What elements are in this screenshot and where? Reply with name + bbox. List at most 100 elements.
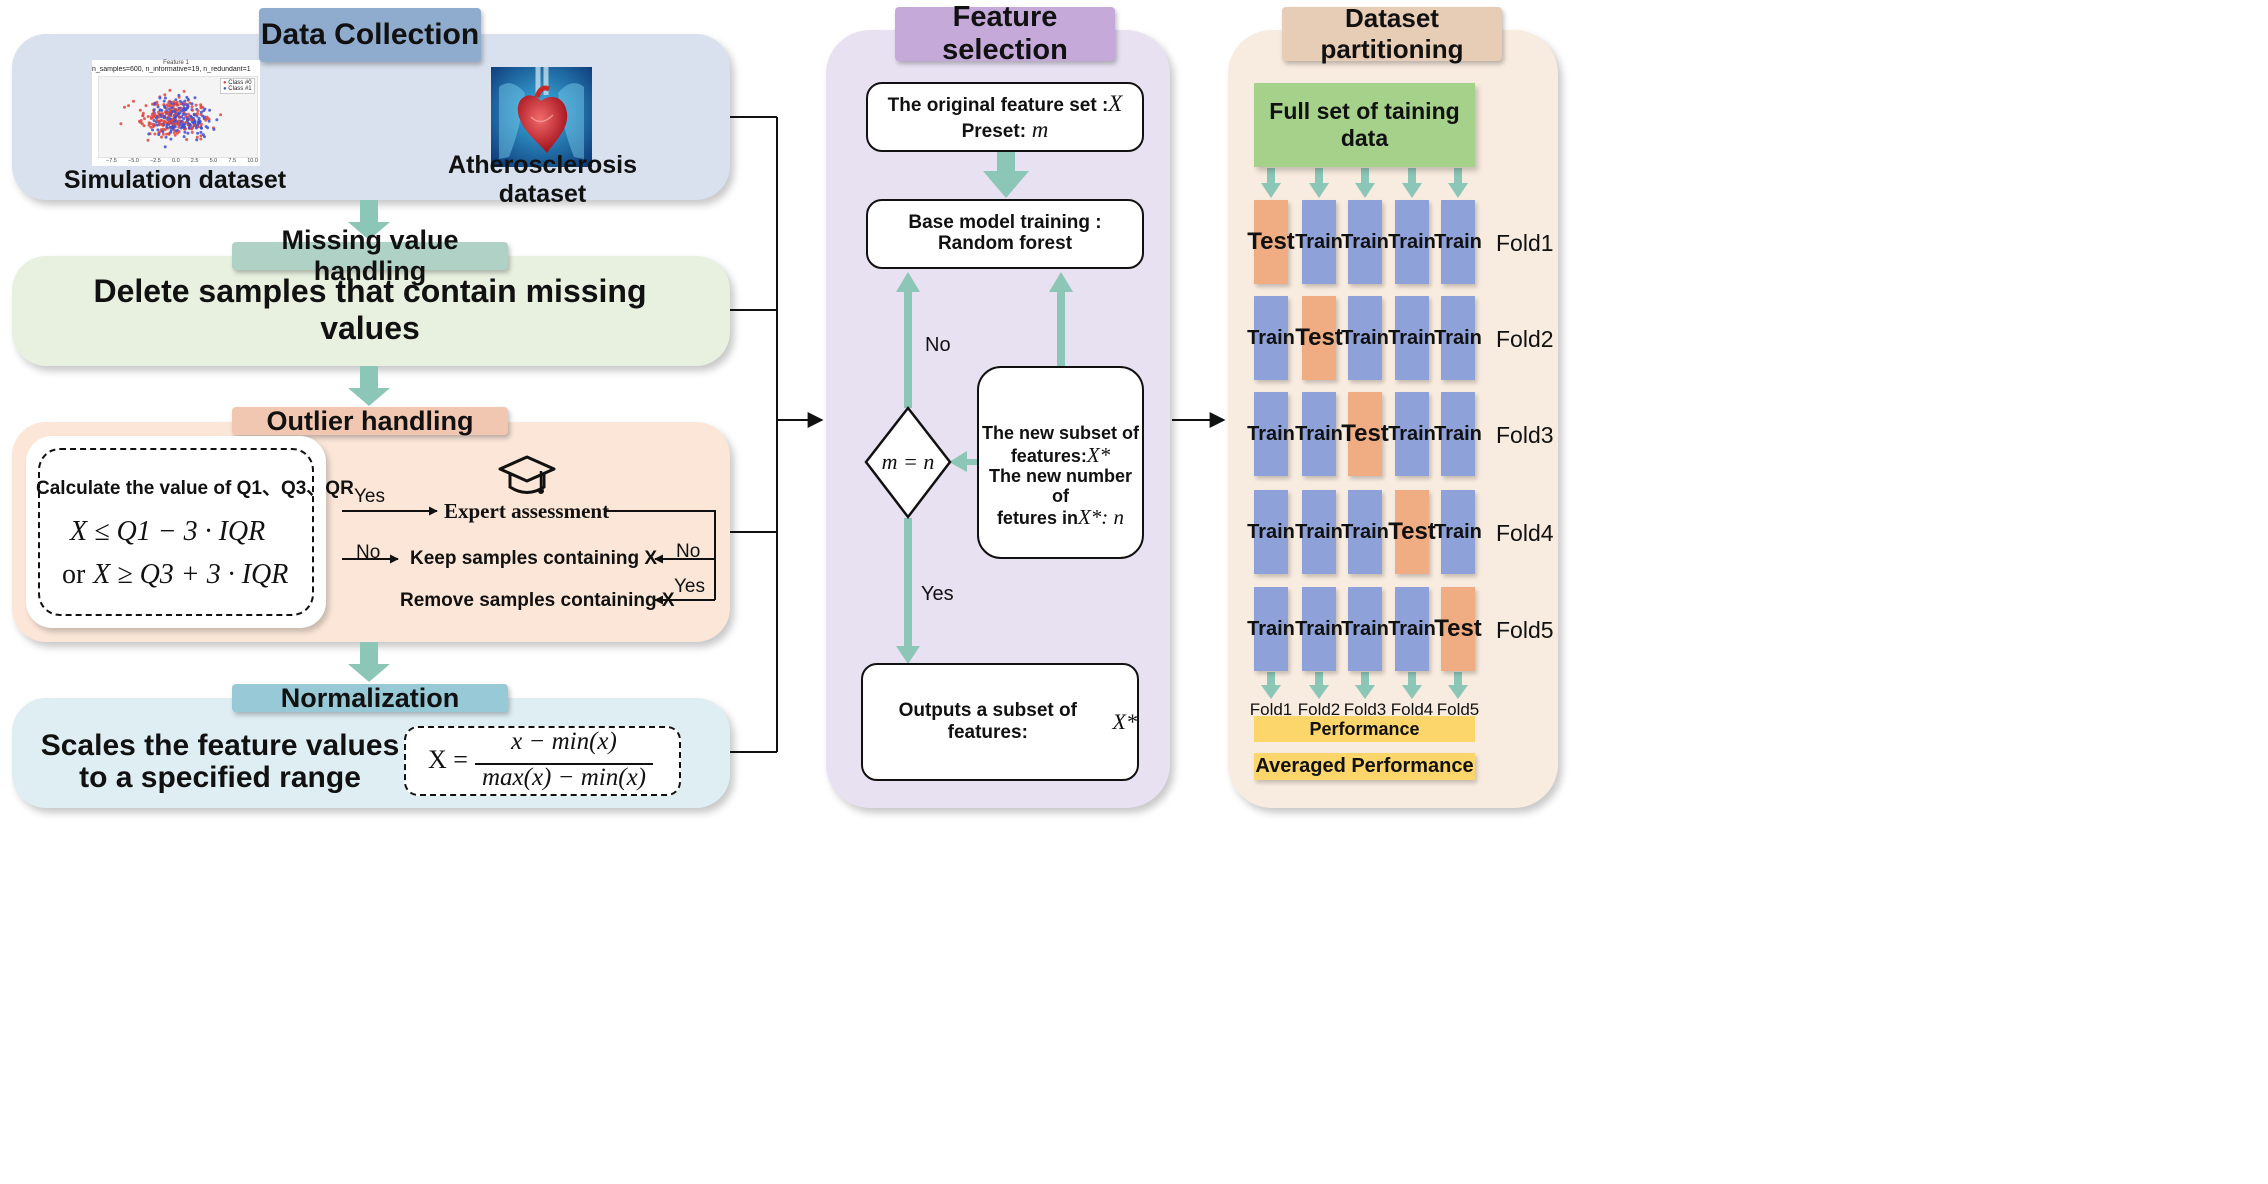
scatter-point-class-0 [146,115,150,118]
outlier-no2-label: No [676,541,701,562]
fold-cell-train: Train [1247,296,1295,380]
output-subset-text: Outputs a subset of features: [898,700,1077,743]
scatter-point-class-0 [141,111,145,115]
scatter-point-class-1 [186,97,190,101]
scatter-point-class-0 [179,106,183,110]
scatter-point-class-1 [195,138,199,142]
outlier-calc-text: Calculate the value of Q1、Q3、QR [36,478,354,499]
normalization-formula-box [404,726,681,796]
partition-arrow-shaft [1361,672,1369,685]
scatter-point-class-1 [169,137,173,141]
scatter-point-class-1 [183,99,187,103]
scatter-point-class-0 [172,121,175,125]
normalization-fraction-bar [475,763,653,765]
fold-cell-test: Test [1434,587,1482,671]
fold-cell-train: Train [1388,392,1436,476]
preset-line: Preset: m [961,117,1049,142]
scatter-point-class-1 [155,116,158,120]
simulation-dataset-label: Simulation dataset [63,165,287,194]
scatter-point-class-0 [142,124,146,128]
scatter-point-class-1 [171,125,175,129]
scatter-point-class-0 [172,100,176,104]
normalization-denominator: max(x) − min(x) [481,764,646,791]
scatter-point-class-0 [190,126,194,130]
base-model-line1: Base model training : [908,212,1102,234]
partition-arrow-shaft [1408,168,1416,183]
scatter-point-class-1 [163,96,167,100]
scatter-point-class-0 [195,135,199,139]
scatter-point-class-0 [191,108,195,112]
scatter-point-class-0 [168,119,172,123]
feature-selection-title: Feature selection [895,1,1115,66]
fold-cell-train: Train [1434,490,1482,574]
scatter-point-class-0 [132,99,135,103]
fold-cell-train: Train [1434,296,1482,380]
scatter-point-class-0 [167,101,171,104]
scatter-point-class-1 [169,130,173,134]
atherosclerosis-dataset-label: Atherosclerosis dataset [420,151,665,208]
scatter-point-class-0 [151,122,155,126]
scatter-point-class-0 [146,138,150,142]
fold-cell-train: Train [1341,490,1389,574]
scatter-point-class-1 [155,123,159,127]
fold-cell-test: Test [1341,392,1389,476]
missing-value-panel [12,256,730,366]
fold-cell-train: Train [1295,490,1343,574]
scatter-point-class-1 [206,126,210,130]
scatter-subtitle: n_samples=600, n_informative=19, n_redun… [92,66,251,73]
scatter-title: Feature 1 [163,60,189,66]
fold-cell-train: Train [1388,200,1436,284]
base-model-line2: Random forest [937,233,1073,254]
fold-cell-test: Test [1247,200,1295,284]
scatter-point-class-1 [207,119,211,123]
scatter-point-class-0 [205,115,209,119]
scatter-point-class-1 [168,125,172,129]
block-arrow-3 [348,642,390,682]
scatter-point-class-0 [192,123,196,127]
scatter-point-class-0 [207,117,211,121]
scatter-point-class-0 [153,132,157,136]
block-arrow-1 [348,200,390,240]
fold-cell-train: Train [1388,296,1436,380]
fold-cell-train: Train [1341,296,1389,380]
fold-cell-train: Train [1388,587,1436,671]
scatter-point-class-1 [177,106,181,110]
scatter-point-class-1 [160,109,164,112]
scatter-point-class-0 [160,135,163,139]
scatter-point-class-1 [178,99,182,103]
data-collection-title: Data Collection [259,8,481,62]
scatter-point-class-0 [161,124,165,127]
scatter-point-class-1 [152,108,156,112]
partition-arrow-head [1448,685,1468,699]
scatter-point-class-0 [190,130,194,134]
scatter-point-class-0 [182,89,186,93]
partition-arrow-shaft [1454,672,1462,685]
scatter-point-class-0 [163,128,167,132]
missing-value-title: Missing value handling [232,225,508,286]
scatter-point-class-1 [190,102,194,106]
scatter-point-class-0 [172,104,176,108]
new-subset-box: The new subset of features:X* The new nu… [977,366,1144,559]
normalization-text-line2: to a specified range [79,760,361,794]
scatter-point-class-0 [199,134,203,138]
fold-cell-train: Train [1434,200,1482,284]
scatter-point-class-1 [161,130,165,134]
scatter-point-class-0 [196,109,200,113]
bottom-fold-label: Fold1 [1249,700,1293,719]
fold-cell-train: Train [1247,490,1295,574]
scatter-point-class-1 [182,103,186,107]
outlier-formula-2: or X ≥ Q3 + 3 · IQR [62,558,288,591]
scatter-point-class-1 [181,125,185,129]
legend-class-0: ● Class #0 [223,80,252,86]
normalization-numerator: x − min(x) [511,728,617,755]
fold-cell-train: Train [1295,392,1343,476]
partition-arrow-head [1448,183,1468,198]
scatter-point-class-1 [170,109,174,113]
scatter-point-class-1 [156,128,160,132]
scatter-point-class-1 [180,109,184,113]
output-subset-box: Outputs a subset of features:X* [861,663,1139,781]
averaged-performance-bar: Averaged Performance [1254,753,1475,780]
scatter-point-class-0 [186,112,190,116]
scatter-point-class-0 [175,109,179,112]
